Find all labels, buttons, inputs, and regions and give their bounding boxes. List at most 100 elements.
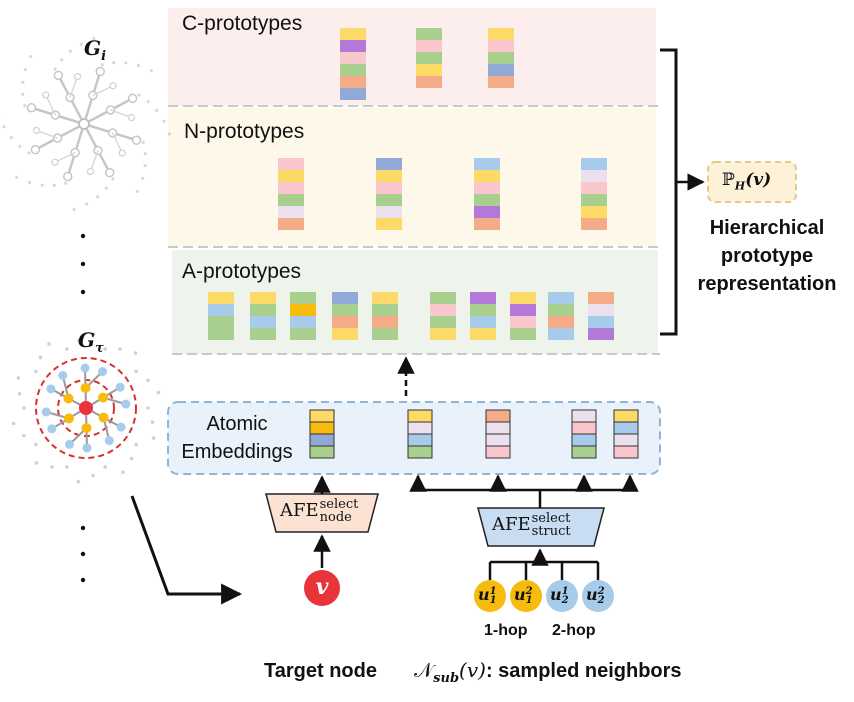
n-prototypes-band	[168, 108, 656, 246]
atomic-embedding-stacks	[309, 409, 639, 459]
a-prototype-stack-cell	[588, 316, 614, 328]
ellipsis-dots-lower	[80, 525, 86, 583]
a-prototype-stack-cell	[290, 304, 316, 316]
a-prototype-stack-2	[250, 292, 276, 340]
a-prototype-stack-cell	[372, 304, 398, 316]
a-prototype-stack-cell	[208, 292, 234, 304]
a-prototype-stack-6	[430, 292, 456, 340]
atomic-embedding-stack-1	[309, 409, 335, 459]
graph-to-target-arrow	[130, 495, 243, 605]
c-prototype-stack-cell	[416, 64, 442, 76]
output-title: Hierarchical prototype representation	[680, 214, 854, 298]
target-node-symbol: v	[315, 574, 329, 600]
a-prototype-stack-cell	[470, 316, 496, 328]
atomic-embedding-stack-cell	[407, 421, 433, 435]
a-prototype-stack-3	[290, 292, 316, 340]
a-prototype-stack-10	[588, 292, 614, 340]
a-prototype-stack-cell	[548, 304, 574, 316]
output-title-line3: representation	[697, 273, 837, 295]
c-prototype-stack-cell	[488, 76, 514, 88]
a-prototype-stack-cell	[510, 304, 536, 316]
atomic-embedding-stack-cell	[309, 421, 335, 435]
atomic-embedding-stack-cell	[485, 445, 511, 459]
sampled-neighbors-caption: 𝒩sub(v): sampled neighbors	[414, 658, 682, 686]
c-prototype-stack-3	[488, 28, 514, 88]
a-prototype-stack-cell	[332, 316, 358, 328]
n-prototype-stack-4	[581, 158, 607, 230]
a-prototype-stack-cell	[430, 328, 456, 340]
a-prototype-stack-cell	[470, 292, 496, 304]
atomic-label-line2: Embeddings	[181, 441, 293, 463]
n-prototype-stack-cell	[376, 218, 402, 230]
n-prototype-stack-cell	[278, 194, 304, 206]
a-prototype-stack-8	[510, 292, 536, 340]
atomic-embeddings-label: Atomic Embeddings	[172, 410, 302, 466]
neighbor-node-u12	[510, 580, 542, 612]
neighbor-node-u11	[474, 580, 506, 612]
c-prototype-stack-1	[340, 28, 366, 100]
c-prototype-stack-cell	[488, 52, 514, 64]
a-prototype-stack-cell	[332, 304, 358, 316]
atomic-embedding-stack-cell	[613, 421, 639, 435]
output-probability-label: ℙH(v)	[722, 170, 772, 193]
a-prototype-stack-cell	[208, 304, 234, 316]
a-prototype-stack-cell	[548, 316, 574, 328]
a-prototype-stack-cell	[588, 304, 614, 316]
a-prototype-stack-cell	[430, 316, 456, 328]
a-prototype-stack-5	[372, 292, 398, 340]
c-prototype-stack-cell	[340, 88, 366, 100]
a-prototype-stack-cell	[430, 292, 456, 304]
a-prototype-stack-cell	[510, 292, 536, 304]
atomic-embedding-stack-5	[613, 409, 639, 459]
a-prototype-stack-cell	[290, 292, 316, 304]
c-prototype-stack-2	[416, 28, 442, 88]
a-prototype-stack-cell	[250, 304, 276, 316]
a-prototype-stack-cell	[250, 328, 276, 340]
c-prototype-stack-cell	[340, 40, 366, 52]
atomic-embedding-stack-cell	[613, 409, 639, 423]
n-prototype-stack-cell	[278, 158, 304, 170]
a-prototype-stack-cell	[510, 316, 536, 328]
neighbor-node-u21	[546, 580, 578, 612]
n-prototype-stack-cell	[278, 182, 304, 194]
c-prototype-stack-cell	[488, 64, 514, 76]
n-prototype-stack-cell	[581, 206, 607, 218]
neighbors-to-afe-struct-tree	[488, 548, 600, 580]
a-prototype-stack-cell	[250, 316, 276, 328]
c-prototype-stack-cell	[416, 76, 442, 88]
n-prototype-stack-cell	[581, 170, 607, 182]
a-prototypes-label: A-prototypes	[182, 260, 302, 283]
c-prototype-stack-cell	[340, 52, 366, 64]
atomic-embedding-stack-cell	[613, 433, 639, 447]
atomic-embedding-stack-cell	[485, 409, 511, 423]
afe-struct-output-tree	[409, 474, 639, 508]
n-prototype-stacks	[278, 158, 607, 230]
a-prototype-stacks	[208, 292, 614, 340]
target-node-circle	[304, 570, 340, 606]
c-prototypes-band	[168, 8, 656, 106]
a-prototype-stack-cell	[332, 328, 358, 340]
atomic-embedding-stack-2	[407, 409, 433, 459]
graph-gtau-illustration	[11, 332, 161, 484]
a-prototype-stack-cell	[430, 304, 456, 316]
a-prototype-stack-cell	[290, 328, 316, 340]
atomic-embedding-stack-cell	[571, 421, 597, 435]
graph-gi-illustration	[0, 36, 172, 212]
atomic-embedding-stack-3	[485, 409, 511, 459]
atomic-embedding-stack-cell	[613, 445, 639, 459]
atomic-embedding-stack-cell	[485, 421, 511, 435]
n-prototype-stack-cell	[376, 170, 402, 182]
a-prototype-stack-cell	[510, 328, 536, 340]
n-prototype-stack-cell	[376, 206, 402, 218]
n-prototype-stack-cell	[581, 158, 607, 170]
n-prototype-stack-2	[376, 158, 402, 230]
target-node-caption: Target node	[264, 660, 377, 682]
a-prototype-stack-cell	[548, 292, 574, 304]
n-prototype-stack-cell	[581, 182, 607, 194]
a-prototype-stack-cell	[470, 328, 496, 340]
a-prototype-stack-cell	[372, 328, 398, 340]
